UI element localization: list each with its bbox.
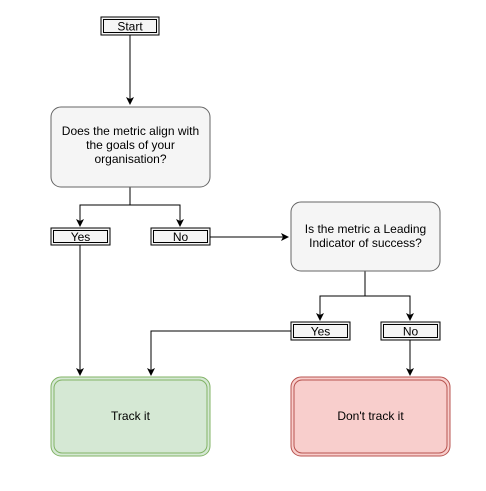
start-label: Start (117, 20, 143, 34)
edge-question-1-to-yes-1 (76, 187, 131, 227)
yes-2-node[interactable]: Yes (290, 321, 351, 341)
start-node[interactable]: Start (100, 16, 160, 36)
no-1-node[interactable]: No (150, 227, 211, 246)
no-2-label: No (403, 325, 419, 339)
connectors (76, 35, 414, 376)
edge-question-2-to-no-2 (365, 295, 414, 321)
question-1-node[interactable]: Does the metric align with the goals of … (50, 106, 211, 188)
no-2-node[interactable]: No (380, 321, 441, 341)
yes-1-label: Yes (71, 230, 91, 244)
no-1-label: No (173, 230, 189, 244)
question-1-line-2: the goals of your (86, 138, 175, 152)
question-2-node[interactable]: Is the metric a Leading Indicator of suc… (290, 201, 441, 272)
dont-track-it-node[interactable]: Don't track it (290, 376, 451, 457)
question-1-line-1: Does the metric align with (62, 124, 199, 138)
yes-1-node[interactable]: Yes (50, 227, 111, 246)
edge-question-1-to-no-1 (130, 204, 184, 227)
track-it-label: Track it (111, 409, 151, 423)
track-it-node[interactable]: Track it (50, 376, 211, 457)
question-2-line-2: Indicator of success? (309, 236, 422, 250)
question-1-line-3: organisation? (94, 152, 166, 166)
question-2-line-1: Is the metric a Leading (305, 222, 426, 236)
yes-2-label: Yes (311, 325, 331, 339)
dont-track-it-label: Don't track it (337, 409, 404, 423)
edge-yes-2-to-track (147, 330, 291, 376)
edge-question-2-to-yes-2 (316, 271, 366, 321)
